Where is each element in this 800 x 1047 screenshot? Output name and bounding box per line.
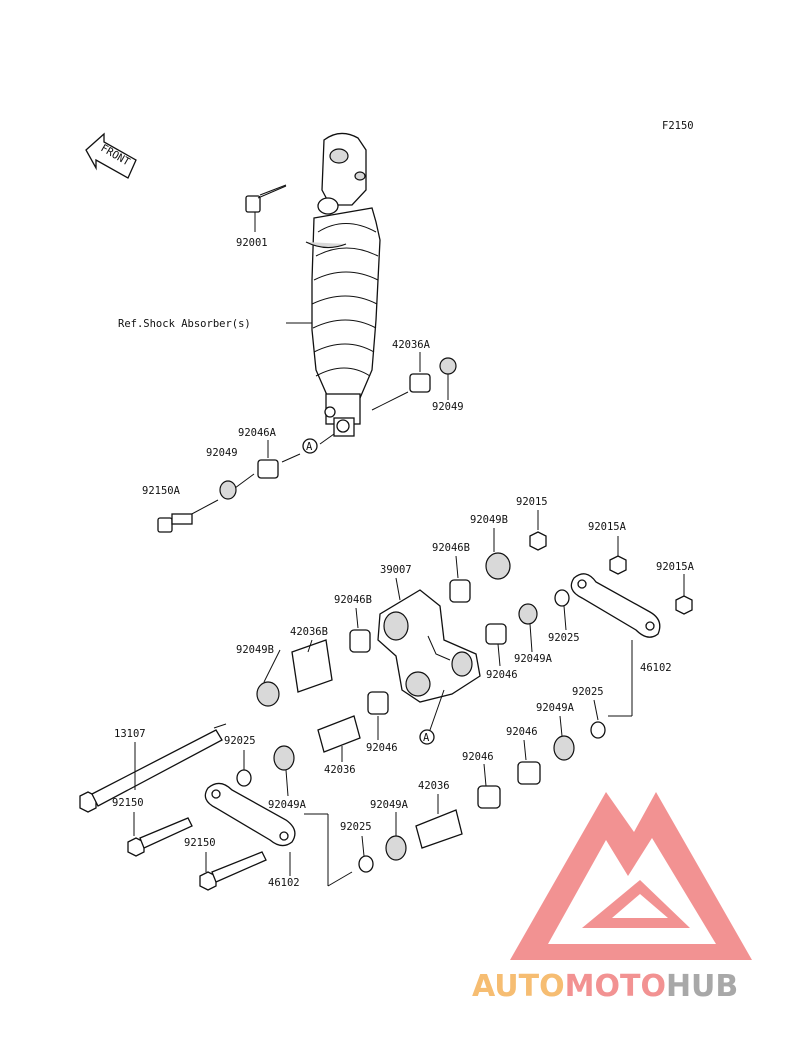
label-92150-2: 92150	[184, 837, 216, 849]
bearing-92046-2	[367, 691, 389, 715]
label-92150A: 92150A	[142, 485, 181, 497]
bearing-92046-4	[477, 785, 501, 809]
bearing-92046B-2	[349, 629, 371, 653]
label-92015A-2: 92015A	[656, 561, 695, 573]
seal-92049A-1	[518, 603, 538, 625]
watermark-text: AUTOMOTOHUB	[472, 969, 738, 1004]
label-92049B-left: 92049B	[236, 644, 274, 656]
seal-92049A-2	[553, 735, 575, 761]
label-13107: 13107	[114, 728, 146, 740]
watermark-text-moto: MOTO	[565, 969, 666, 1004]
front-arrow-icon: FRONT	[85, 132, 137, 179]
watermark-text-hub: HUB	[666, 969, 738, 1004]
nut-92015A-2	[675, 595, 693, 615]
bearing-92046B-1	[449, 579, 471, 603]
callout-a-top	[302, 438, 318, 454]
bolt-92150-2	[199, 851, 267, 891]
washer-92025-4	[358, 855, 374, 873]
label-92049-top: 92049	[432, 401, 464, 413]
label-92046-3: 92046	[506, 726, 538, 738]
label-92046-4: 92046	[462, 751, 494, 763]
seal-92049A-3	[385, 835, 407, 861]
label-39007: 39007	[380, 564, 412, 576]
seal-92049B-top	[485, 552, 511, 580]
label-92025-2: 92025	[572, 686, 604, 698]
label-42036B: 42036B	[290, 626, 328, 638]
seal-92049-top	[439, 357, 457, 375]
label-92015: 92015	[516, 496, 548, 508]
label-92049A-4: 92049A	[268, 799, 307, 811]
label-92150-1: 92150	[112, 797, 144, 809]
label-42036A: 42036A	[392, 339, 431, 351]
callout-a-bottom-label: A	[423, 732, 430, 744]
watermark-text-auto: AUTO	[472, 969, 565, 1004]
label-42036-2: 42036	[418, 780, 450, 792]
label-92049A-1: 92049A	[514, 653, 553, 665]
label-92001: 92001	[236, 237, 268, 249]
seal-92049B-left	[256, 681, 280, 707]
seal-92049A-4	[273, 745, 295, 771]
label-92049B-top: 92049B	[470, 514, 508, 526]
label-92046-1: 92046	[486, 669, 518, 681]
label-ref-shock: Ref.Shock Absorber(s)	[118, 318, 251, 330]
label-46102-left: 46102	[268, 877, 300, 889]
label-92049A-3: 92049A	[370, 799, 409, 811]
bearing-92046A	[257, 459, 279, 479]
diagram-code: F2150	[662, 120, 694, 132]
washer-92025-1	[554, 589, 570, 607]
rocker-arm-39007	[377, 589, 481, 703]
shock-absorber	[305, 132, 381, 437]
callout-a-bottom	[419, 729, 435, 745]
bolt-92150A	[157, 513, 193, 533]
washer-92025-2	[590, 721, 606, 739]
label-42036: 42036	[324, 764, 356, 776]
collar-42036B	[291, 639, 333, 693]
label-92049-left: 92049	[206, 447, 238, 459]
collar-42036-2	[415, 809, 463, 849]
seal-92049-left	[219, 480, 237, 500]
nut-92015A-1	[609, 555, 627, 575]
label-92049A-2: 92049A	[536, 702, 575, 714]
bolt-92150-1	[127, 817, 193, 857]
tie-rod-46102-left	[204, 782, 296, 847]
shaft-13107	[79, 723, 227, 813]
callout-a-top-label: A	[306, 441, 313, 453]
label-92046-2: 92046	[366, 742, 398, 754]
label-92046B-2: 92046B	[334, 594, 372, 606]
washer-92025-3	[236, 769, 252, 787]
label-92025-1: 92025	[548, 632, 580, 644]
collar-42036A	[409, 373, 431, 393]
label-92046A: 92046A	[238, 427, 277, 439]
watermark-triangle-icon	[510, 792, 752, 960]
bolt-92001	[245, 185, 287, 213]
label-46102-right: 46102	[640, 662, 672, 674]
label-92025-3: 92025	[224, 735, 256, 747]
tie-rod-46102-right	[570, 573, 661, 638]
label-92046B-1: 92046B	[432, 542, 470, 554]
collar-42036	[317, 715, 361, 753]
nut-92015	[529, 531, 547, 551]
label-92025-4: 92025	[340, 821, 372, 833]
bearing-92046-1	[485, 623, 507, 645]
watermark-logo: AUTOMOTOHUB	[472, 792, 752, 1004]
label-92015A-1: 92015A	[588, 521, 627, 533]
bearing-92046-3	[517, 761, 541, 785]
